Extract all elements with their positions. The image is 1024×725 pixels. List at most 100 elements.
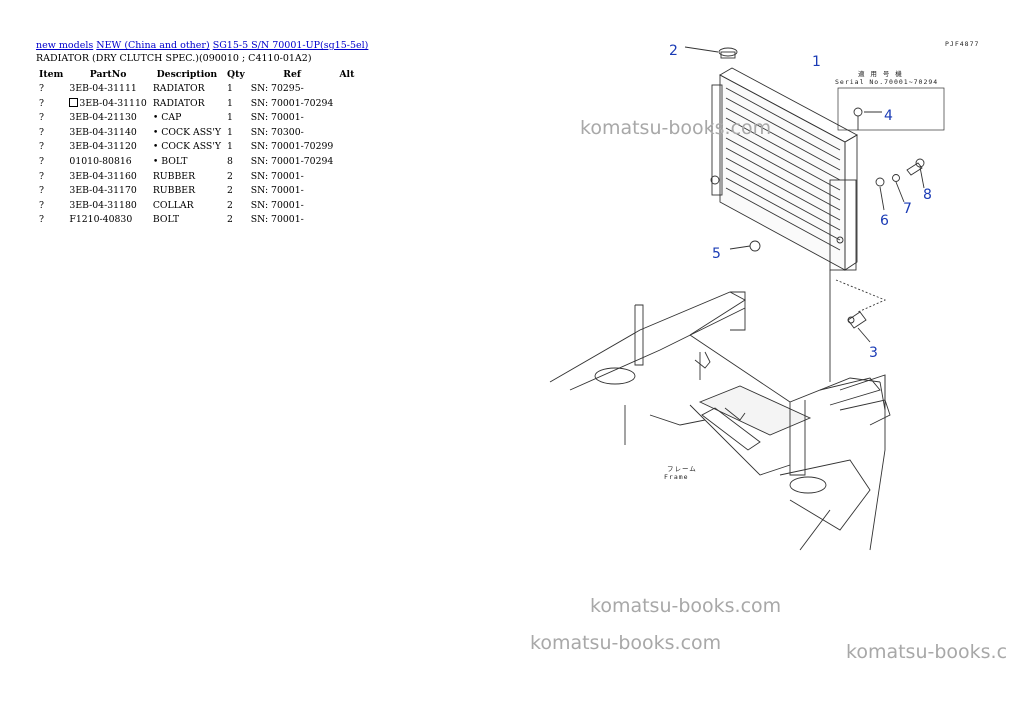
cell-item: ? xyxy=(39,112,44,124)
cell-alt xyxy=(336,140,357,155)
column-header-partno: PartNo xyxy=(89,69,127,80)
cell-ref: SN: 70001- xyxy=(250,214,304,226)
frame xyxy=(549,291,891,551)
cell-partno-text: 3EB-04-31110 xyxy=(79,97,147,109)
cell-item: ? xyxy=(39,214,44,226)
checkbox-marker xyxy=(69,97,79,107)
cell-ref: SN: 70001- xyxy=(250,170,304,182)
radiator-core xyxy=(710,67,858,271)
table-row: ? 3EB-04-31140 • COCK ASS'Y 1 SN: 70300- xyxy=(36,126,357,141)
cell-alt xyxy=(336,170,357,185)
cell-qty: 1 xyxy=(226,126,233,138)
cell-description: • BOLT xyxy=(152,155,188,167)
cell-item: ? xyxy=(39,170,44,182)
column-header-qty: Qty xyxy=(226,69,245,80)
frame-label-jp: フレーム xyxy=(667,465,697,473)
column-header-alt: Alt xyxy=(339,69,355,80)
callout-5: 5 xyxy=(712,246,721,262)
cell-description: • COCK ASS'Y xyxy=(152,126,221,138)
hardware-6-7-8 xyxy=(875,158,925,211)
table-row: ? 3EB-04-31170 RUBBER 2 SN: 70001- xyxy=(36,184,357,199)
cell-ref: SN: 70001-70294 xyxy=(250,97,334,109)
cell-partno: F1210-40830 xyxy=(69,214,133,226)
cell-partno: 3EB-04-31180 xyxy=(69,199,137,211)
cell-partno: 3EB-04-31120 xyxy=(69,141,137,153)
cell-alt xyxy=(336,184,357,199)
table-row: ? 3EB-04-31160 RUBBER 2 SN: 70001- xyxy=(36,170,357,185)
cell-description: COLLAR xyxy=(152,199,194,211)
cell-partno: 3EB-04-31170 xyxy=(69,185,137,197)
cell-ref: SN: 70001- xyxy=(250,185,304,197)
cell-partno: 3EB-04-31160 xyxy=(69,170,137,182)
breadcrumb-link-model[interactable]: SG15-5 S/N 70001-UP(sg15-5el) xyxy=(212,40,369,51)
column-header-item: Item xyxy=(39,69,64,80)
cell-qty: 1 xyxy=(226,141,233,153)
watermark: komatsu-books.com xyxy=(590,595,782,617)
callout-7: 7 xyxy=(903,201,912,217)
cell-alt xyxy=(336,199,357,214)
cell-description: BOLT xyxy=(152,214,180,226)
callout-3: 3 xyxy=(869,345,878,361)
callout-8: 8 xyxy=(923,187,932,203)
cell-qty: 2 xyxy=(226,185,233,197)
cell-item: ? xyxy=(39,199,44,211)
breadcrumb-link-new-models[interactable]: new models xyxy=(36,40,94,51)
serial-note-label: 適 用 号 機 xyxy=(858,70,903,78)
watermark: komatsu-books.com xyxy=(580,117,772,139)
cell-description: • COCK ASS'Y xyxy=(152,141,221,153)
table-row: ? 01010-80816 • BOLT 8 SN: 70001-70294 xyxy=(36,155,357,170)
table-row: ? 3EB-04-21130 • CAP 1 SN: 70001- xyxy=(36,111,357,126)
table-row: ? 3EB-04-31180 COLLAR 2 SN: 70001- xyxy=(36,199,357,214)
cell-partno: 3EB-04-21130 xyxy=(69,112,137,124)
callout-2: 2 xyxy=(669,43,678,59)
cell-partno: 3EB-04-31111 xyxy=(69,83,137,94)
cell-qty: 1 xyxy=(226,112,233,124)
cell-ref: SN: 70001-70299 xyxy=(250,141,334,153)
watermark: komatsu-books.c xyxy=(846,641,1008,663)
diagram-drawing xyxy=(549,46,945,551)
table-row: ? 3EB-04-31111 RADIATOR 1 SN: 70295- xyxy=(36,82,357,97)
table-header-row: Item PartNo Description Qty Ref Alt xyxy=(36,68,357,82)
cell-ref: SN: 70001-70294 xyxy=(250,155,334,167)
cell-ref: SN: 70001- xyxy=(250,112,304,124)
page-title: RADIATOR (DRY CLUTCH SPEC.)(090010 ; C41… xyxy=(36,53,312,64)
cell-qty: 2 xyxy=(226,214,233,226)
cell-description: RUBBER xyxy=(152,170,196,182)
cell-alt xyxy=(336,111,357,126)
table-row: ? 3EB-04-31110 RADIATOR 1 SN: 70001-7029… xyxy=(36,97,357,112)
callout-6: 6 xyxy=(880,213,889,229)
drain-cock-5 xyxy=(729,240,761,252)
drawing-code: PJF4877 xyxy=(945,40,980,48)
column-header-description: Description xyxy=(156,69,218,80)
cell-qty: 2 xyxy=(226,170,233,182)
cell-description: • CAP xyxy=(152,112,182,124)
cell-alt xyxy=(336,155,357,170)
cell-description: RUBBER xyxy=(152,185,196,197)
mount-3 xyxy=(829,270,887,382)
cell-ref: SN: 70001- xyxy=(250,199,304,211)
cell-ref: SN: 70300- xyxy=(250,126,304,138)
cell-qty: 8 xyxy=(226,155,233,167)
cell-alt xyxy=(336,82,357,97)
cell-alt xyxy=(336,97,357,112)
cell-description: RADIATOR xyxy=(152,83,205,94)
cell-item: ? xyxy=(39,141,44,153)
callout-4: 4 xyxy=(884,108,893,124)
cell-partno: 3EB-04-31140 xyxy=(69,126,137,138)
table-row: ? 3EB-04-31120 • COCK ASS'Y 1 SN: 70001-… xyxy=(36,140,357,155)
cell-item: ? xyxy=(39,185,44,197)
cell-alt xyxy=(336,126,357,141)
breadcrumb-link-new-china[interactable]: NEW (China and other) xyxy=(96,40,210,51)
cell-qty: 2 xyxy=(226,199,233,211)
cell-description: RADIATOR xyxy=(152,97,205,109)
column-header-ref: Ref xyxy=(283,69,301,80)
parts-panel: new models NEW (China and other) SG15-5 … xyxy=(36,40,368,228)
serial-note-range: Serial No.70001~70294 xyxy=(835,78,939,86)
cell-item: ? xyxy=(39,126,44,138)
cell-item: ? xyxy=(39,97,44,109)
cell-partno: 01010-80816 xyxy=(69,155,132,167)
watermark: komatsu-books.com xyxy=(530,632,722,654)
parts-table: Item PartNo Description Qty Ref Alt ? 3E… xyxy=(36,68,357,228)
cell-qty: 1 xyxy=(226,97,233,109)
frame-label-en: Frame xyxy=(664,473,689,481)
